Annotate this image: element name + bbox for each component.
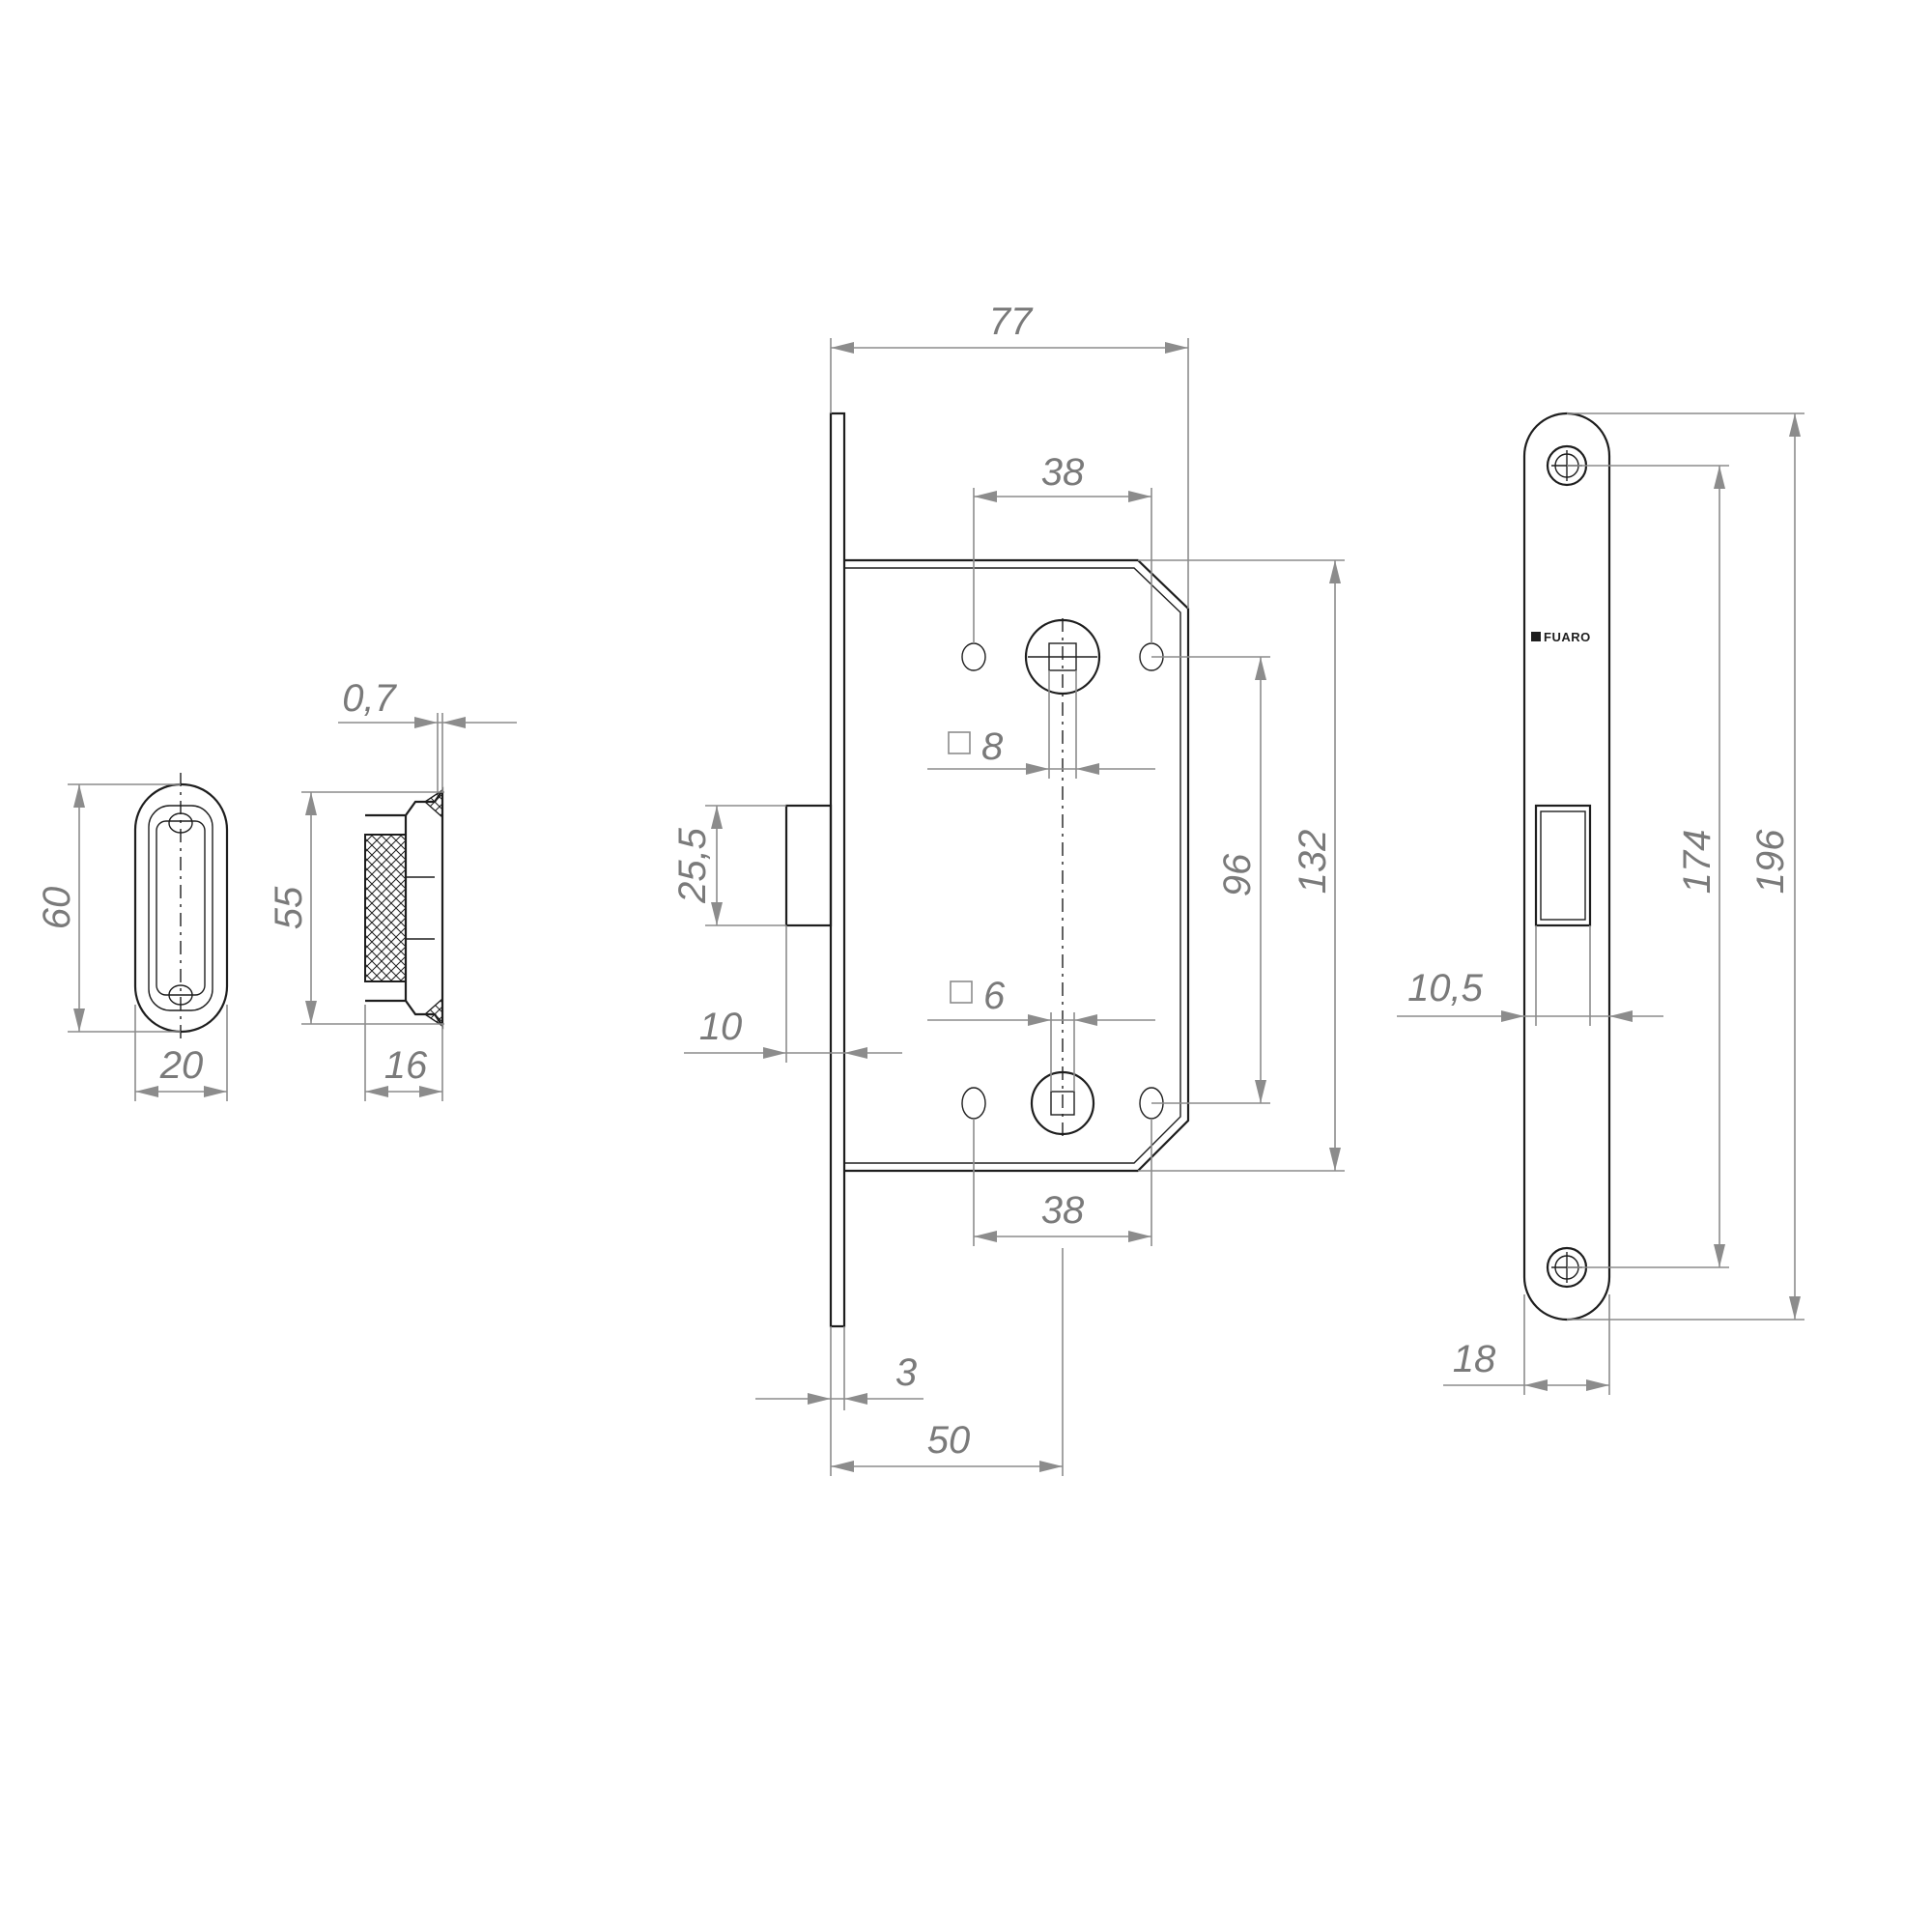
body-132-label: 132 <box>1292 830 1334 895</box>
latch-width-label: 10,5 <box>1407 967 1484 1009</box>
arrow-left <box>1524 1379 1548 1391</box>
faceplate-latch-inner <box>1540 810 1586 921</box>
faceplate-edge <box>829 412 846 1328</box>
spacing-38-top-label: 38 <box>1041 451 1085 494</box>
faceplate-latch-opening <box>1534 804 1592 927</box>
arrow-up <box>1255 657 1266 680</box>
arrow-right <box>1039 1461 1063 1472</box>
arrow-right <box>1501 1010 1524 1022</box>
section-depth-label: 16 <box>384 1044 428 1087</box>
arrow-right <box>1165 342 1188 354</box>
strike-magnet-hatched <box>364 834 407 982</box>
square-8-label: 8 <box>981 725 1004 768</box>
strike-section-view: 55 16 0,7 <box>268 677 517 1101</box>
arrow-up <box>1329 560 1341 583</box>
width-77-label: 77 <box>989 300 1034 343</box>
arrow-down <box>1255 1080 1266 1103</box>
arrow-right <box>763 1047 786 1059</box>
arrow-down <box>73 1009 85 1032</box>
brand-logo-text: FUARO <box>1544 630 1591 644</box>
axis-96-label: 96 <box>1216 853 1259 896</box>
strike-flange-bottom <box>423 997 443 1028</box>
arrow-down <box>305 1001 317 1024</box>
strike-plate-view: 60 20 <box>36 773 229 1101</box>
arrow-down <box>1789 1296 1801 1320</box>
arrow-left <box>831 342 854 354</box>
strike-height-label: 60 <box>36 887 78 930</box>
arrow-left <box>831 1461 854 1472</box>
arrow-left <box>442 717 466 728</box>
arrow-left <box>974 1231 997 1242</box>
square-symbol-8 <box>948 731 971 754</box>
latch-height-label: 25,5 <box>671 827 714 904</box>
arrow-right <box>1028 1014 1051 1026</box>
mounting-hole-top-left <box>961 642 986 671</box>
arrow-right <box>1128 1231 1151 1242</box>
arrow-up <box>1789 413 1801 437</box>
arrow-up <box>1714 466 1725 489</box>
strike-flange-top <box>423 788 443 819</box>
arrow-right <box>204 1086 227 1097</box>
arrow-up <box>711 806 723 829</box>
square-6-label: 6 <box>983 975 1006 1017</box>
brand-logo: FUARO <box>1531 630 1591 644</box>
arrow-down <box>1714 1244 1725 1267</box>
height-196-label: 196 <box>1749 829 1792 894</box>
spacing-38-bottom-label: 38 <box>1041 1189 1085 1232</box>
faceplate-outline <box>1522 412 1611 1321</box>
arrow-left <box>974 491 997 502</box>
backset-50-label: 50 <box>927 1419 971 1462</box>
faceplate-view: FUARO 10,5 174 196 18 <box>1397 412 1804 1395</box>
lock-case-inner <box>844 567 1181 1164</box>
arrow-right <box>1128 491 1151 502</box>
arrow-up <box>73 784 85 808</box>
arrow-right <box>414 717 438 728</box>
strike-section-body <box>365 786 444 1030</box>
arrow-up <box>305 792 317 815</box>
arrow-down <box>1329 1148 1341 1171</box>
arrow-left <box>1076 763 1099 775</box>
screw-174-label: 174 <box>1676 830 1719 895</box>
logo-mark-icon <box>1531 632 1541 641</box>
lock-case-outline <box>844 558 1190 1173</box>
arrow-left <box>135 1086 158 1097</box>
arrow-right <box>1026 763 1049 775</box>
mounting-hole-bottom-left <box>961 1087 986 1120</box>
arrow-left <box>1609 1010 1633 1022</box>
latch-projection-label: 10 <box>699 1006 743 1048</box>
faceplate-3-label: 3 <box>895 1351 917 1394</box>
arrow-left <box>844 1047 867 1059</box>
thickness-label: 0,7 <box>342 677 397 720</box>
square-symbol-6 <box>950 980 973 1004</box>
arrow-right <box>1586 1379 1609 1391</box>
arrow-left <box>1074 1014 1097 1026</box>
arrow-right <box>808 1393 831 1405</box>
arrow-right <box>419 1086 442 1097</box>
strike-width-label: 20 <box>159 1044 204 1087</box>
arrow-left <box>365 1086 388 1097</box>
section-height-label: 55 <box>268 886 310 929</box>
latch-bolt <box>784 804 833 927</box>
width-18-label: 18 <box>1453 1338 1496 1380</box>
arrow-down <box>711 902 723 925</box>
lock-body-view: 77 38 8 6 25,5 10 <box>671 300 1345 1476</box>
arrow-left <box>844 1393 867 1405</box>
